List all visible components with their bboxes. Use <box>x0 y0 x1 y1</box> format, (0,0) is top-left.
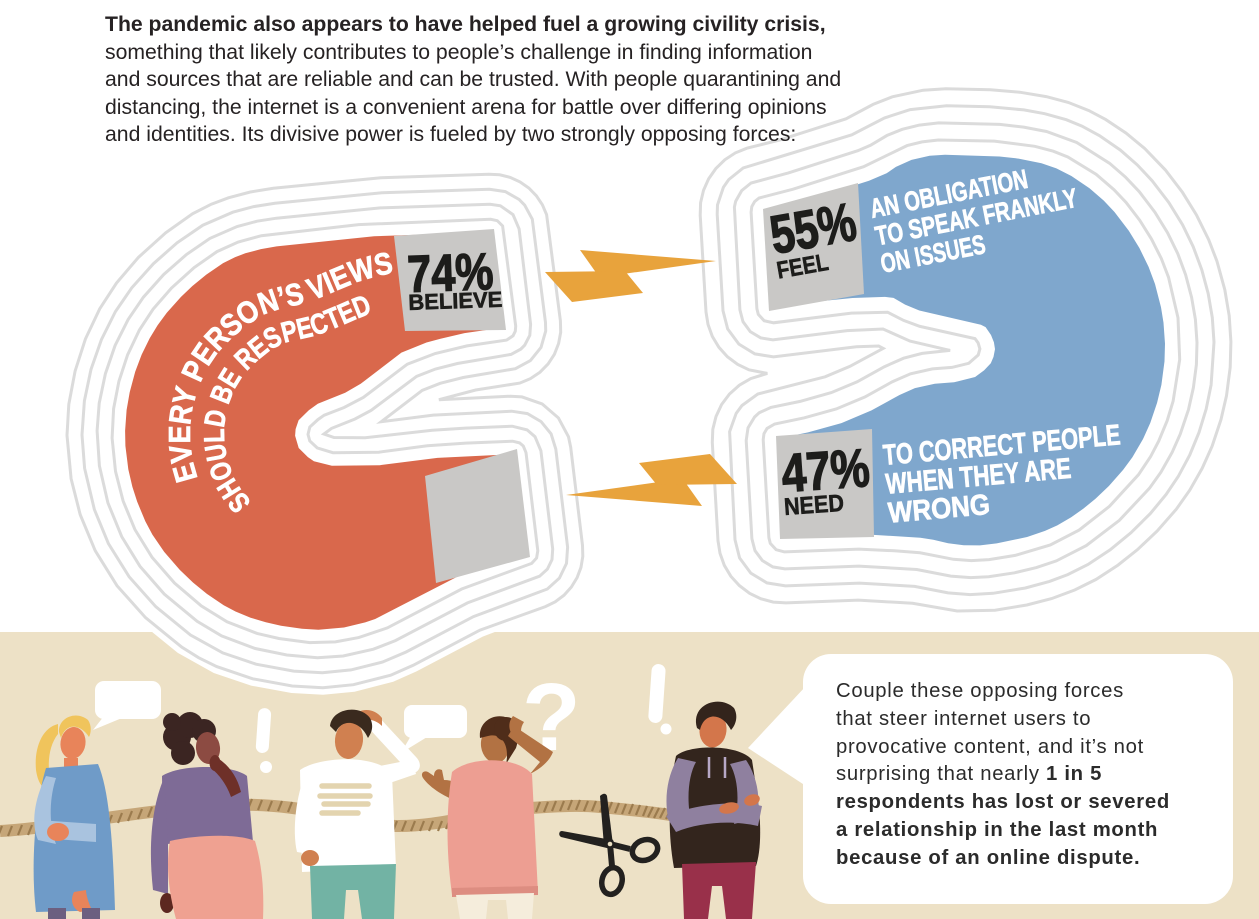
svg-text:74%: 74% <box>406 243 494 304</box>
svg-text:NEED: NEED <box>783 490 845 521</box>
svg-text:47%: 47% <box>780 438 872 504</box>
svg-text:BELIEVE: BELIEVE <box>408 287 503 315</box>
